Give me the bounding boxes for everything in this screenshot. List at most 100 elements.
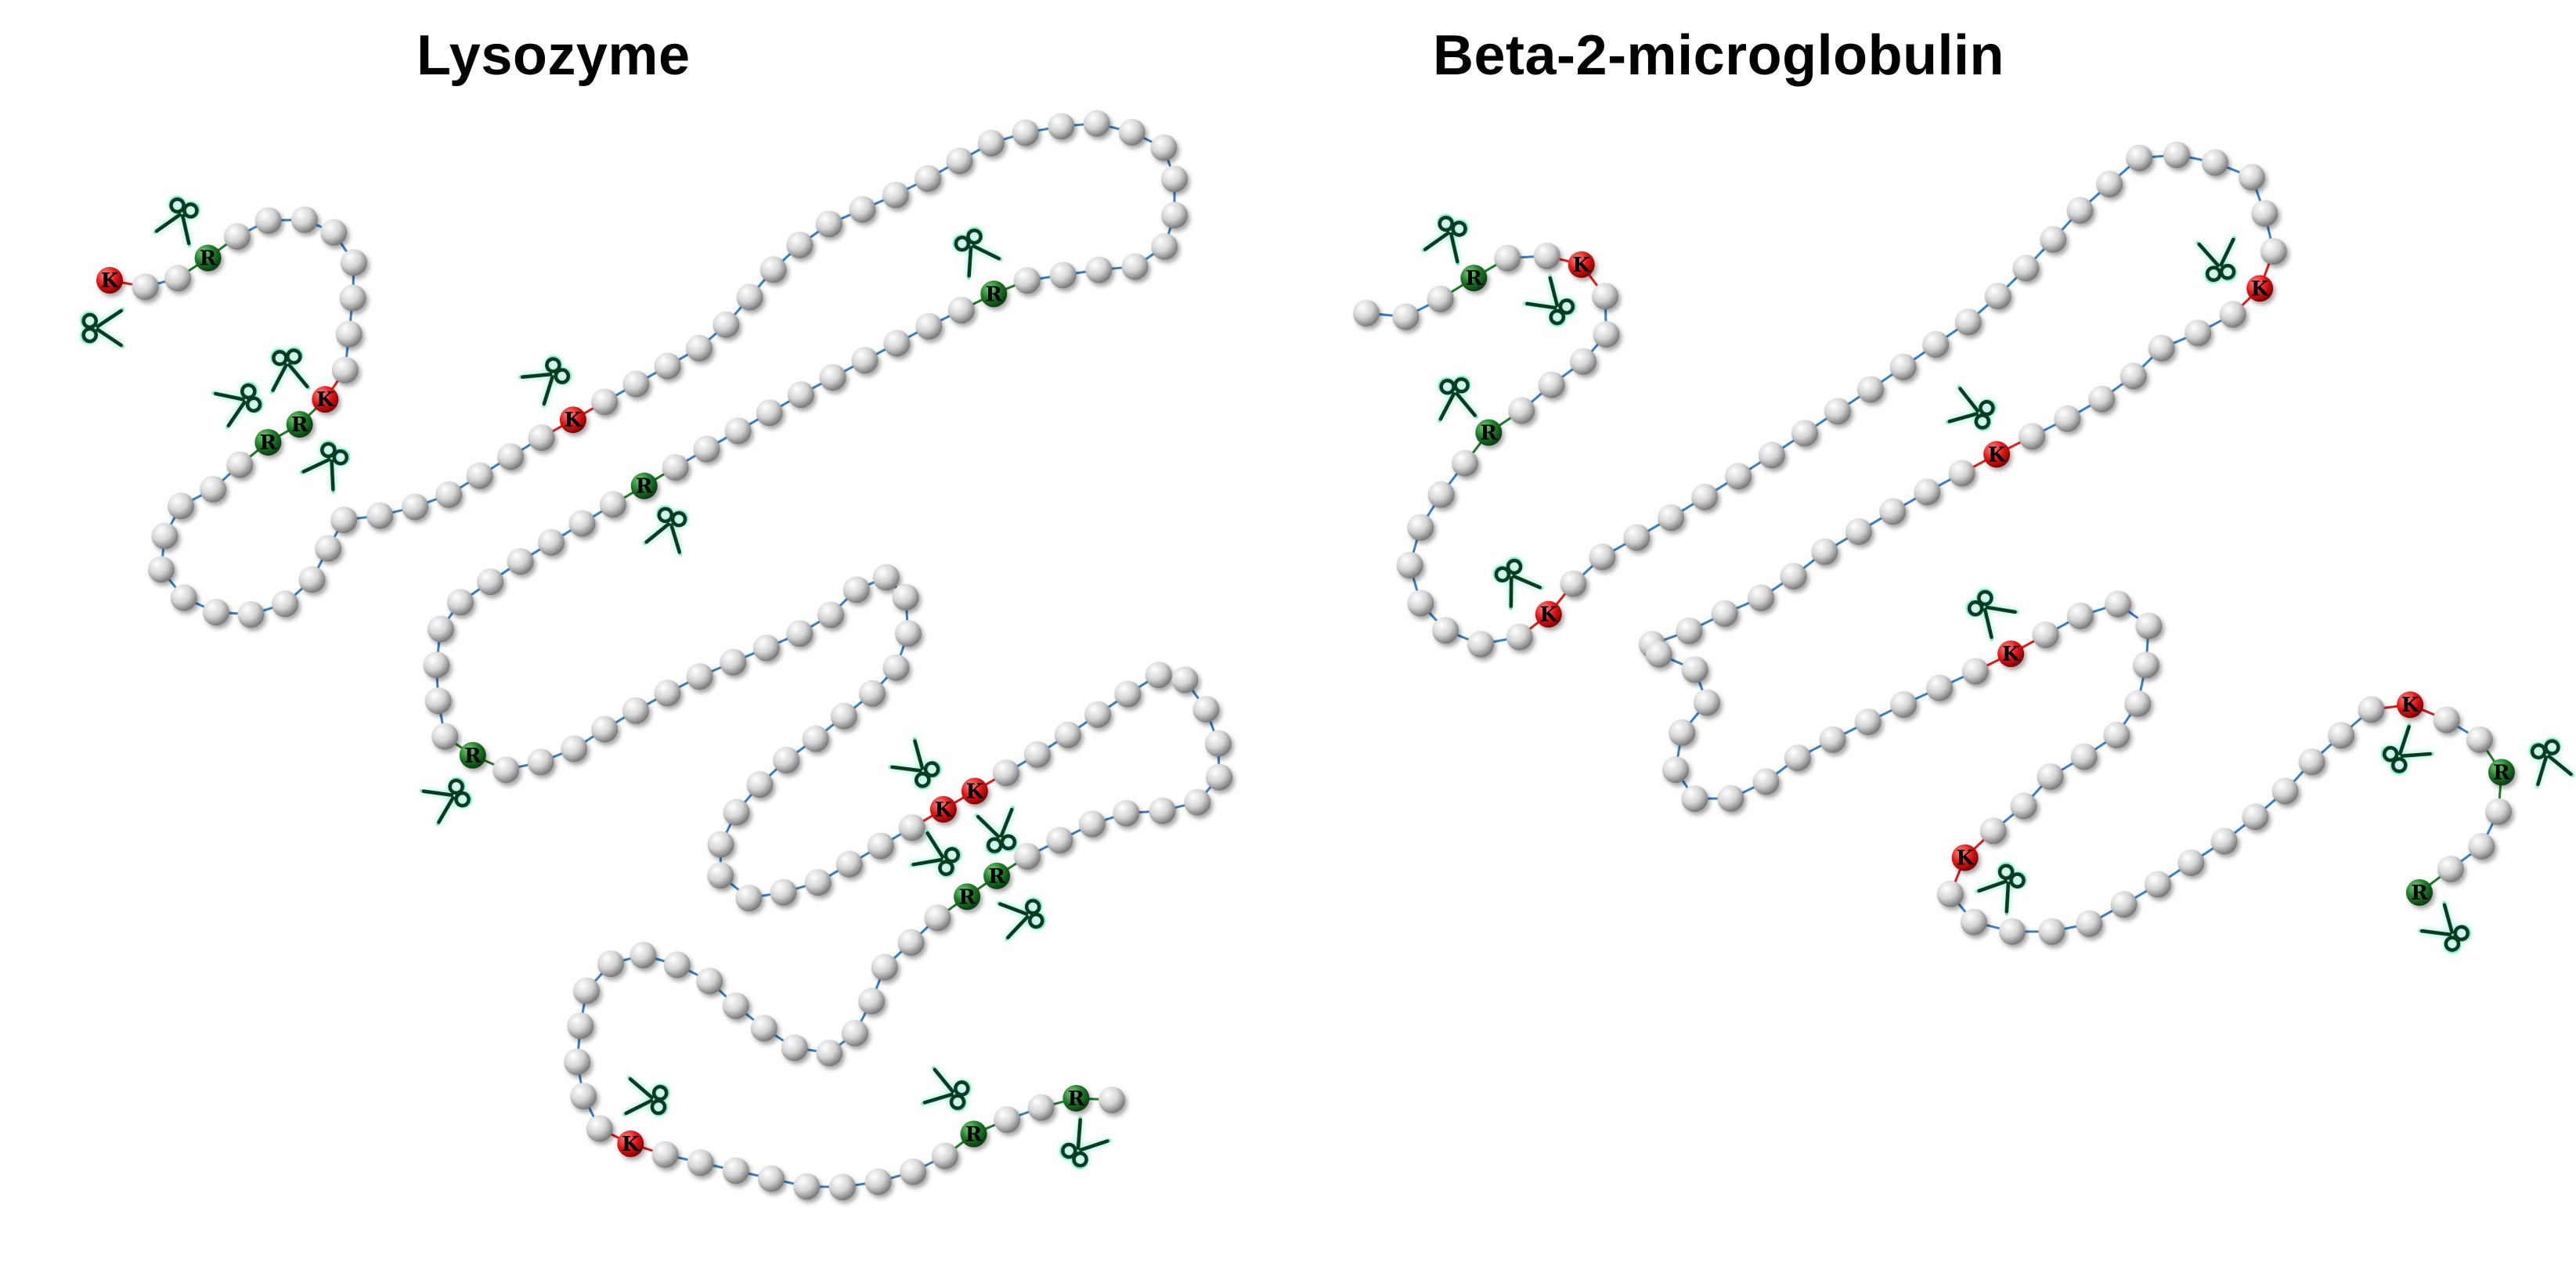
residue-bead [835,850,863,878]
residue-bead [1533,242,1560,269]
residue-bead [561,735,588,762]
residue-bead [1027,1094,1055,1121]
residue-bead [1589,543,1616,571]
residue-bead [2012,254,2040,282]
lysine-bead: K [1983,441,2011,468]
arginine-label: R [200,247,217,271]
residue-bead [802,725,829,752]
residue-bead [1206,763,1233,791]
residue-bead [151,522,179,550]
scissors-icon [624,1077,669,1119]
residue-bead [1538,371,1565,398]
arginine-bead: R [2488,759,2515,786]
arginine-bead: R [1460,265,1488,292]
residue-bead [900,1158,927,1185]
lysine-label: K [2251,277,2270,301]
residue-bead [226,451,254,478]
residue-bead [1711,600,1738,627]
residue-bead [2298,748,2325,776]
residue-bead [435,481,463,508]
residue-bead [1506,623,1533,651]
residue-bead [2135,612,2163,640]
residue-bead [1691,483,1719,510]
residue-bead [1658,504,1685,532]
residue-bead [2104,590,2131,618]
lysine-label: K [565,409,583,432]
residue-bead [1645,640,1672,668]
residue-bead [2177,849,2205,877]
residue-bead [696,968,723,995]
residue-bead [1353,300,1380,326]
residue-bead [1467,630,1495,658]
residue-bead [1150,134,1178,161]
residue-bead [203,599,230,626]
residue-bead [1758,442,1785,469]
arginine-bead: R [960,1120,987,1148]
b2m-title: Beta-2-microglobulin [1433,24,2005,87]
residue-bead [1681,656,1708,683]
scissors-icon [2377,725,2432,779]
residue-bead [591,716,619,743]
residue-bead [2132,651,2159,679]
residue-bead [1922,331,1950,359]
residue-bead [492,756,520,784]
residue-bead [339,284,366,312]
residue-bead [1784,744,1811,772]
scissors-icon [2525,737,2573,786]
residue-bead [2328,722,2355,749]
residue-bead [331,356,359,384]
residue-bead [1013,267,1041,294]
residue-bead [654,680,681,707]
residue-bead [1014,842,1041,870]
residue-bead [424,687,452,715]
residue-bead [816,1040,843,1066]
lysine-bead: K [1951,844,1979,871]
residue-bead [1914,478,1941,506]
residue-bead [223,223,251,251]
arginine-label: R [291,413,308,437]
residue-bead [1427,285,1454,312]
residue-bead [882,654,910,681]
residue-bead [1725,463,1752,490]
residue-bead [568,510,596,537]
residue-bead [1149,797,1176,824]
residue-bead [1961,658,1989,685]
residue-bead [871,954,898,981]
residue-bead [722,992,749,1019]
residue-bead [994,1106,1021,1134]
residue-bead [746,771,774,799]
residue-bead [1984,283,2011,310]
residue-bead [320,218,348,246]
residue-bead [752,634,780,662]
residue-bead [1623,524,1651,551]
residue-bead [2040,225,2067,253]
residue-bead [507,548,534,575]
arginine-label: R [958,885,976,909]
residue-bead [237,600,265,628]
arginine-bead: R [2406,879,2433,906]
residue-bead [1085,256,1113,283]
residue-bead [527,748,554,776]
residue-bead [817,601,844,629]
scissors-icon [1962,585,2017,640]
residue-bead [497,443,525,470]
residue-bead [992,759,1019,787]
residue-bead [1747,584,1774,611]
arginine-bead: R [459,741,486,769]
scissors-icon [998,894,1046,939]
arginine-bead: R [254,428,282,456]
residue-bead [272,590,299,618]
residue-bead [723,799,750,826]
residue-bead [2251,200,2278,227]
residue-bead [564,1048,591,1076]
scissors-icon [82,309,123,347]
residue-bead [2185,319,2212,347]
residue-bead [2210,827,2238,855]
arginine-bead: R [1063,1084,1090,1112]
residue-bead [713,311,740,338]
residue-bead [883,330,911,357]
residue-bead [1084,701,1112,728]
arginine-bead: R [194,244,222,272]
residue-bead [2124,690,2152,717]
